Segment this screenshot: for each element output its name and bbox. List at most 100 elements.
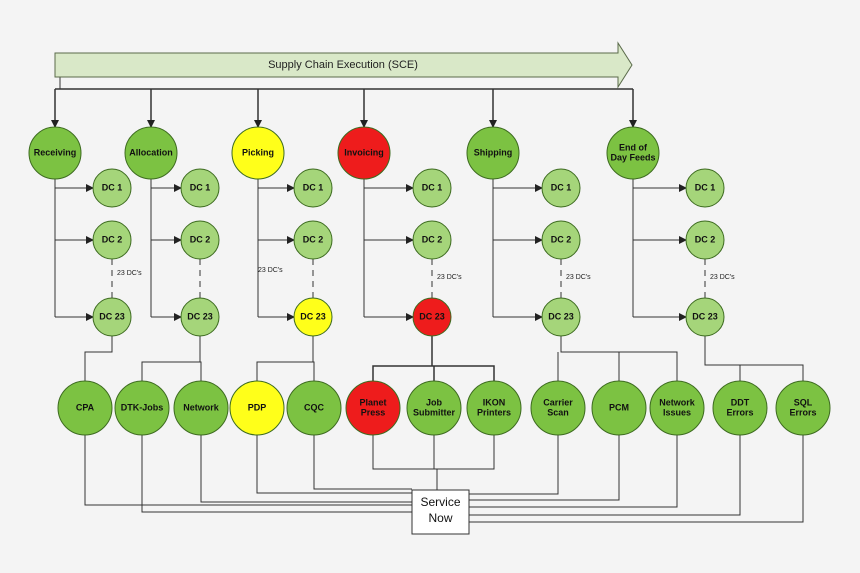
dc-shipping-3-circle bbox=[541, 297, 581, 337]
process-picking-label: Picking bbox=[242, 147, 274, 157]
dc-shipping-3-label: DC 23 bbox=[548, 311, 574, 321]
dc-count-note: 23 DC's bbox=[566, 274, 591, 281]
dc-allocation-2-label: DC 2 bbox=[190, 234, 211, 244]
dc-picking-1-circle bbox=[293, 168, 333, 208]
process-picking-circle bbox=[231, 126, 285, 180]
service-now-feed bbox=[200, 435, 412, 503]
process-shipping-circle bbox=[466, 126, 520, 180]
system-link bbox=[84, 336, 113, 381]
dc-picking-3[interactable]: DC 23 bbox=[293, 297, 333, 337]
system-cpa-circle bbox=[57, 380, 113, 436]
system-job-submitter-label: Submitter bbox=[413, 407, 456, 417]
system-network-issues-label: Network bbox=[659, 397, 696, 407]
dc-invoicing-2[interactable]: DC 2 bbox=[412, 220, 452, 260]
service-now-feed bbox=[84, 435, 412, 506]
system-job-submitter-circle bbox=[406, 380, 462, 436]
system-carrier-scan-circle bbox=[530, 380, 586, 436]
system-planet-press-label: Planet bbox=[359, 397, 386, 407]
system-dtk-jobs-circle bbox=[114, 380, 170, 436]
service-now-rect bbox=[411, 489, 470, 535]
dc-allocation-1-circle bbox=[180, 168, 220, 208]
service-now-feed bbox=[469, 435, 678, 508]
dc-end-of-day-feeds-2[interactable]: DC 2 bbox=[685, 220, 725, 260]
dc-receiving-1[interactable]: DC 1 bbox=[92, 168, 132, 208]
dc-allocation-1[interactable]: DC 1 bbox=[180, 168, 220, 208]
system-cpa[interactable]: CPA bbox=[57, 380, 113, 436]
dc-shipping-1[interactable]: DC 1 bbox=[541, 168, 581, 208]
system-ikon-printers-label: IKON bbox=[483, 397, 506, 407]
system-cpa-label: CPA bbox=[76, 402, 95, 412]
system-dtk-jobs[interactable]: DTK-Jobs bbox=[114, 380, 170, 436]
process-receiving[interactable]: Receiving bbox=[28, 126, 82, 180]
dc-end-of-day-feeds-1[interactable]: DC 1 bbox=[685, 168, 725, 208]
dc-invoicing-3-circle bbox=[412, 297, 452, 337]
dc-count-note: 23 DC's bbox=[117, 270, 142, 277]
dc-shipping-3[interactable]: DC 23 bbox=[541, 297, 581, 337]
process-allocation-circle bbox=[124, 126, 178, 180]
dc-end-of-day-feeds-3[interactable]: DC 23 bbox=[685, 297, 725, 337]
dc-picking-2[interactable]: DC 2 bbox=[293, 220, 333, 260]
dc-allocation-2-circle bbox=[180, 220, 220, 260]
dc-picking-1[interactable]: DC 1 bbox=[293, 168, 333, 208]
dc-end-of-day-feeds-2-circle bbox=[685, 220, 725, 260]
dc-receiving-2-circle bbox=[92, 220, 132, 260]
process-end-of-day-feeds-label: End of bbox=[619, 142, 648, 152]
dc-allocation-3[interactable]: DC 23 bbox=[180, 297, 220, 337]
dc-invoicing-1[interactable]: DC 1 bbox=[412, 168, 452, 208]
dc-shipping-1-label: DC 1 bbox=[551, 182, 572, 192]
dc-count-note: 23 DC's bbox=[437, 274, 462, 281]
dc-end-of-day-feeds-2-label: DC 2 bbox=[695, 234, 716, 244]
system-ddt-errors-label: DDT bbox=[731, 397, 750, 407]
system-cqc[interactable]: CQC bbox=[286, 380, 342, 436]
system-network[interactable]: Network bbox=[173, 380, 229, 436]
service-now-feed bbox=[469, 435, 620, 501]
system-carrier-scan-label: Carrier bbox=[543, 397, 573, 407]
dc-picking-2-label: DC 2 bbox=[303, 234, 324, 244]
service-now-label: Service bbox=[420, 495, 460, 509]
sce-banner: Supply Chain Execution (SCE) bbox=[54, 41, 633, 89]
dc-invoicing-3[interactable]: DC 23 bbox=[412, 297, 452, 337]
process-shipping-label: Shipping bbox=[474, 147, 513, 157]
process-picking[interactable]: Picking bbox=[231, 126, 285, 180]
dc-receiving-2[interactable]: DC 2 bbox=[92, 220, 132, 260]
process-invoicing[interactable]: Invoicing bbox=[337, 126, 391, 180]
process-shipping[interactable]: Shipping bbox=[466, 126, 520, 180]
system-pcm[interactable]: PCM bbox=[591, 380, 647, 436]
dc-invoicing-2-label: DC 2 bbox=[422, 234, 443, 244]
system-sql-errors-label: Errors bbox=[789, 407, 816, 417]
dc-receiving-2-label: DC 2 bbox=[102, 234, 123, 244]
dc-invoicing-2-circle bbox=[412, 220, 452, 260]
system-planet-press-circle bbox=[345, 380, 401, 436]
dc-end-of-day-feeds-3-label: DC 23 bbox=[692, 311, 718, 321]
dc-receiving-3[interactable]: DC 23 bbox=[92, 297, 132, 337]
system-pdp[interactable]: PDP bbox=[229, 380, 285, 436]
process-allocation[interactable]: Allocation bbox=[124, 126, 178, 180]
dc-end-of-day-feeds-3-circle bbox=[685, 297, 725, 337]
dc-picking-1-label: DC 1 bbox=[303, 182, 324, 192]
sce-banner-arrow bbox=[54, 41, 633, 89]
system-pdp-label: PDP bbox=[248, 402, 267, 412]
dc-allocation-1-label: DC 1 bbox=[190, 182, 211, 192]
service-now-feed bbox=[469, 435, 804, 523]
service-now-feed bbox=[469, 435, 741, 516]
dc-shipping-2[interactable]: DC 2 bbox=[541, 220, 581, 260]
dc-picking-3-label: DC 23 bbox=[300, 311, 326, 321]
system-cqc-label: CQC bbox=[304, 402, 325, 412]
service-now-feed bbox=[313, 435, 412, 490]
system-ddt-errors-circle bbox=[712, 380, 768, 436]
dc-allocation-3-circle bbox=[180, 297, 220, 337]
dc-allocation-2[interactable]: DC 2 bbox=[180, 220, 220, 260]
dc-invoicing-1-circle bbox=[412, 168, 452, 208]
system-cqc-circle bbox=[286, 380, 342, 436]
